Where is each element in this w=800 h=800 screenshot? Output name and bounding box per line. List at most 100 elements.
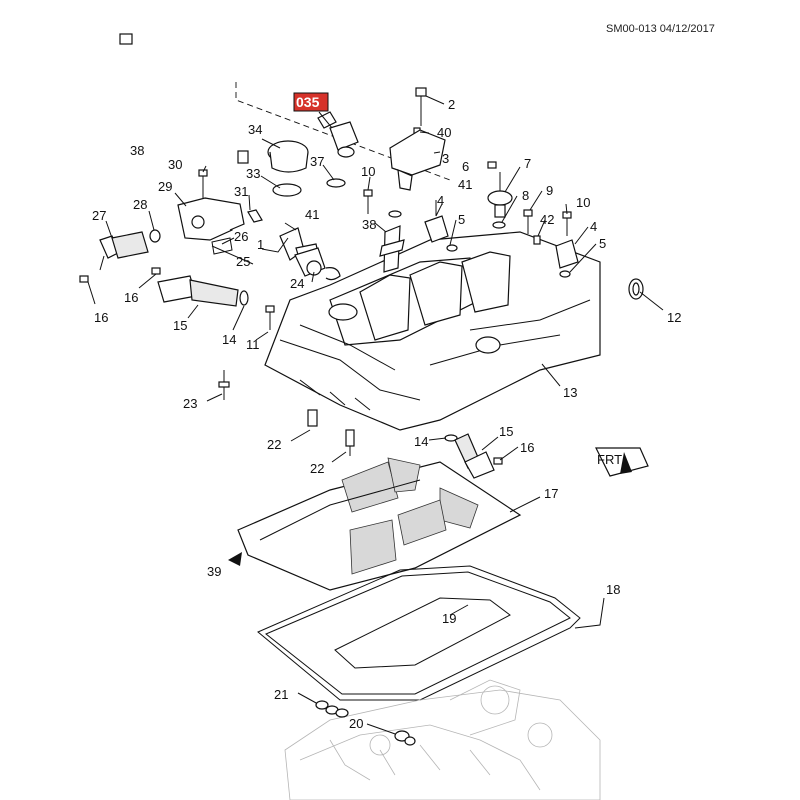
o-ring-part-8	[492, 221, 506, 229]
callout-13: 13	[563, 385, 577, 400]
svg-text:035: 035	[296, 94, 320, 110]
callout-34: 34	[248, 122, 262, 137]
front-direction-marker: FRT	[595, 447, 649, 477]
callout-40: 40	[437, 125, 451, 140]
direction-arrow-39	[228, 552, 242, 566]
valve-cover-part-13	[264, 231, 601, 431]
sensor-part-4-right	[555, 239, 579, 269]
highlight-callout-035: 035	[293, 92, 329, 112]
callout-21: 21	[274, 687, 288, 702]
callout-10-center: 10	[361, 164, 375, 179]
spark-plug-tube-part-37	[379, 210, 405, 273]
o-ring-part-14-left	[239, 290, 249, 306]
diagram-reference: SM00-013 04/12/2017	[606, 23, 715, 35]
inner-gasket-part-19	[334, 597, 511, 669]
solenoid-bracket-part-30	[177, 197, 245, 241]
callout-14-right: 14	[414, 434, 428, 449]
callout-16-left-lower: 16	[94, 310, 108, 325]
bolt-part-2	[415, 87, 427, 126]
callout-18: 18	[606, 582, 620, 597]
callout-15-left: 15	[173, 318, 187, 333]
callout-36: 37	[310, 154, 324, 169]
bolt-part-6	[487, 161, 497, 169]
hose-part-38	[82, 33, 249, 164]
callout-4-right: 4	[590, 219, 597, 234]
bolt-part-16-left	[151, 267, 161, 275]
o-ring-part-5-right	[559, 270, 571, 278]
bolt-part-9	[523, 209, 533, 234]
stud-part-11	[265, 305, 275, 330]
snap-ring-part-25	[325, 267, 341, 281]
callout-17: 17	[544, 486, 558, 501]
stud-part-42	[533, 235, 541, 245]
callout-5-left: 5	[458, 212, 465, 227]
callout-32: 31	[234, 184, 248, 199]
callout-11: 11	[246, 337, 260, 352]
callout-41-right: 41	[458, 177, 472, 192]
sensor-part-22	[345, 429, 355, 456]
o-ring-part-36	[326, 178, 346, 188]
solenoid-part-28	[99, 231, 149, 271]
bolt-part-32	[247, 209, 263, 223]
dowel-part-23	[307, 409, 318, 427]
callout-9: 9	[546, 183, 553, 198]
bolt-part-10	[363, 189, 373, 214]
callout-5-right: 5	[599, 236, 606, 251]
oil-control-valve-part-26	[294, 247, 326, 277]
callout-37: 38	[362, 217, 376, 232]
callout-7: 7	[524, 156, 531, 171]
callout-39: 39	[207, 564, 221, 579]
seal-part-12	[628, 278, 644, 300]
callout-31: 30	[168, 157, 182, 172]
callout-27: 26	[234, 229, 248, 244]
bolt-part-10-right	[562, 211, 572, 236]
seal-part-20	[394, 730, 416, 746]
callout-25: 24	[290, 276, 304, 291]
stud-part-24	[218, 370, 230, 400]
callout-8: 8	[522, 188, 529, 203]
callout-3: 3	[442, 151, 449, 166]
sensor-part-4-left	[424, 200, 449, 243]
callout-42: 42	[540, 212, 554, 227]
clip-part-27	[211, 237, 233, 255]
callout-24: 23	[183, 396, 197, 411]
callout-2: 2	[448, 97, 455, 112]
callout-33: 33	[246, 166, 260, 181]
callout-28: 27	[92, 208, 106, 223]
engine-block-ghost	[284, 679, 601, 800]
o-ring-part-29	[149, 229, 161, 243]
callout-12: 12	[667, 310, 681, 325]
callout-41-center: 41	[305, 207, 319, 222]
oil-fill-cap-part-34	[267, 140, 309, 173]
cap-seal-part-33	[272, 183, 302, 197]
callout-22: 22	[310, 461, 324, 476]
bolt-part-16-right	[493, 457, 503, 465]
ignition-coil-part-3	[389, 129, 446, 191]
callout-19: 19	[442, 611, 456, 626]
svg-text:FRT: FRT	[597, 452, 622, 467]
sensor-part-7	[487, 172, 513, 218]
o-rings-part-21	[315, 700, 349, 718]
callout-15-right: 15	[499, 424, 513, 439]
solenoid-part-15-left	[157, 275, 239, 307]
baffle-plate-part-17	[237, 457, 522, 591]
callout-1: 1	[257, 237, 264, 252]
callout-4-left: 4	[437, 193, 444, 208]
solenoid-part-15-right	[454, 433, 495, 479]
callout-38: 38	[130, 143, 144, 158]
callout-6: 6	[462, 159, 469, 174]
cover-gasket-part-18	[257, 565, 581, 701]
callout-26: 25	[236, 254, 250, 269]
leader-lines	[87, 95, 664, 736]
callout-23: 22	[267, 437, 281, 452]
bolt-part-16-left-lower	[79, 275, 89, 283]
callout-10-right: 10	[576, 195, 590, 210]
callout-14-left: 14	[222, 332, 236, 347]
hose-routing-line	[235, 82, 451, 181]
callout-labels: 2 40 3 34 37 33 38 30 29 31 28 27 26 1 2…	[92, 97, 681, 731]
callout-16-right: 16	[520, 440, 534, 455]
bolt-part-31	[198, 169, 208, 198]
callout-29: 28	[133, 197, 147, 212]
o-ring-part-5-left	[446, 244, 458, 252]
